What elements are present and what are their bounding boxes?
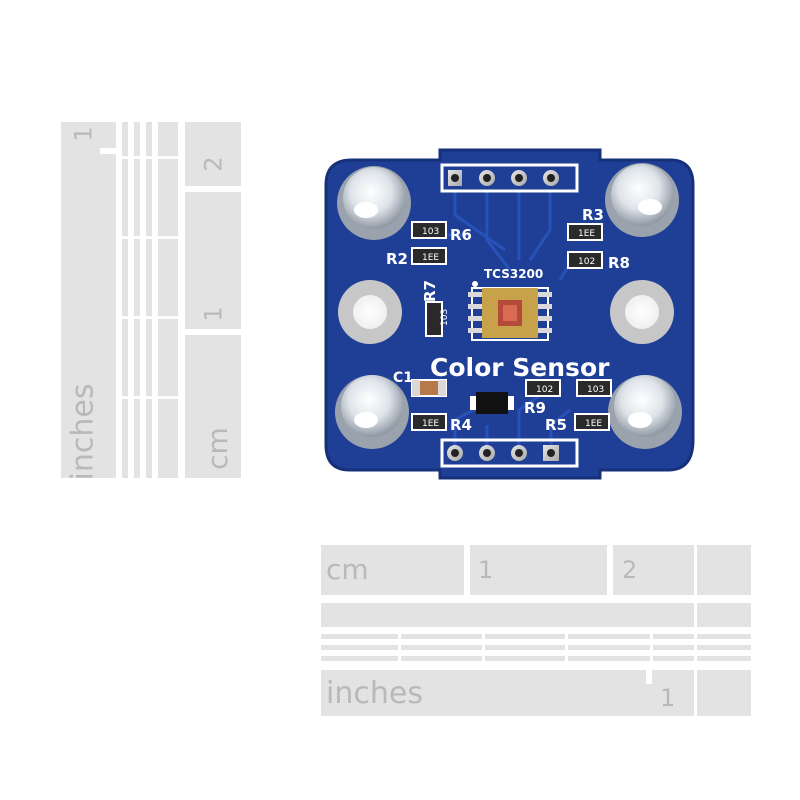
horizontal-ruler-cm-label: cm [326,553,369,586]
resistor-r9-label: R9 [524,399,546,417]
vertical-ruler-cm-strip [185,122,241,478]
resistor-r9: 102 R9 [524,379,561,417]
resistor-103-right: 103 [576,379,612,397]
vertical-ruler-tick-bar [122,122,128,478]
bottom-header-connector [440,438,579,468]
horizontal-ruler-inches-label: inches [326,676,423,711]
resistor-r2-label: R2 [386,250,408,268]
resistor-r3-label: R3 [582,206,604,224]
vertical-ruler-tick-bar [134,122,140,478]
resistor-r5-label: R5 [545,416,567,434]
svg-text:103: 103 [440,309,450,326]
capacitor-c1: C1 [393,370,447,397]
resistor-r8: 102 R8 [567,251,630,272]
svg-text:1EE: 1EE [422,419,439,429]
pcb-traces [420,192,577,450]
capacitor-c1-label: C1 [393,370,413,386]
resistor-r8-label: R8 [608,254,630,272]
horizontal-ruler-tick-bar [321,634,751,639]
resistor-r7: 103 R7 [421,280,450,337]
svg-text:1EE: 1EE [585,419,602,429]
led-bottom-right [608,375,682,449]
horizontal-ruler-tick-bar [321,656,751,661]
resistor-r6-label: R6 [450,226,472,244]
vertical-ruler-tick-bar [158,122,178,478]
svg-text:103: 103 [422,227,439,237]
mounting-hole-right [610,280,674,344]
horizontal-ruler-cm-strip [321,545,751,595]
led-top-right [605,163,679,237]
horizontal-ruler-inches-strip [321,670,751,716]
svg-text:1EE: 1EE [422,253,439,263]
svg-text:102: 102 [578,257,595,267]
resistor-r6: 103 R6 [411,221,472,244]
vertical-ruler-inches-strip [61,122,116,478]
vertical-ruler-tick-bar [146,122,152,478]
top-header-connector [440,163,579,193]
svg-text:103: 103 [587,385,604,395]
resistor-r3: 1EE R3 [567,206,604,241]
horizontal-ruler-tick-bar [321,645,751,650]
mounting-hole-left [338,280,402,344]
horizontal-ruler-cm-mark-1: 1 [478,556,494,584]
svg-text:102: 102 [536,385,553,395]
led-bottom-left [335,375,409,449]
transistor [470,392,514,414]
resistor-r7-label: R7 [421,280,439,302]
resistor-r4-label: R4 [450,416,472,434]
resistor-r4: 1EE R4 [411,413,472,434]
led-top-left [337,166,411,240]
tcs3200-chip: TCS3200 [468,267,552,341]
resistor-r5: 1EE R5 [545,413,610,434]
chip-label: TCS3200 [484,267,543,281]
svg-text:1EE: 1EE [578,229,595,239]
horizontal-ruler-cm-mark-2: 2 [622,556,638,584]
horizontal-ruler-inch-mark: 1 [660,684,676,712]
board-title: Color Sensor [430,353,610,382]
resistor-r2: 1EE R2 [386,247,447,268]
horizontal-ruler-tick-bar [321,603,751,627]
